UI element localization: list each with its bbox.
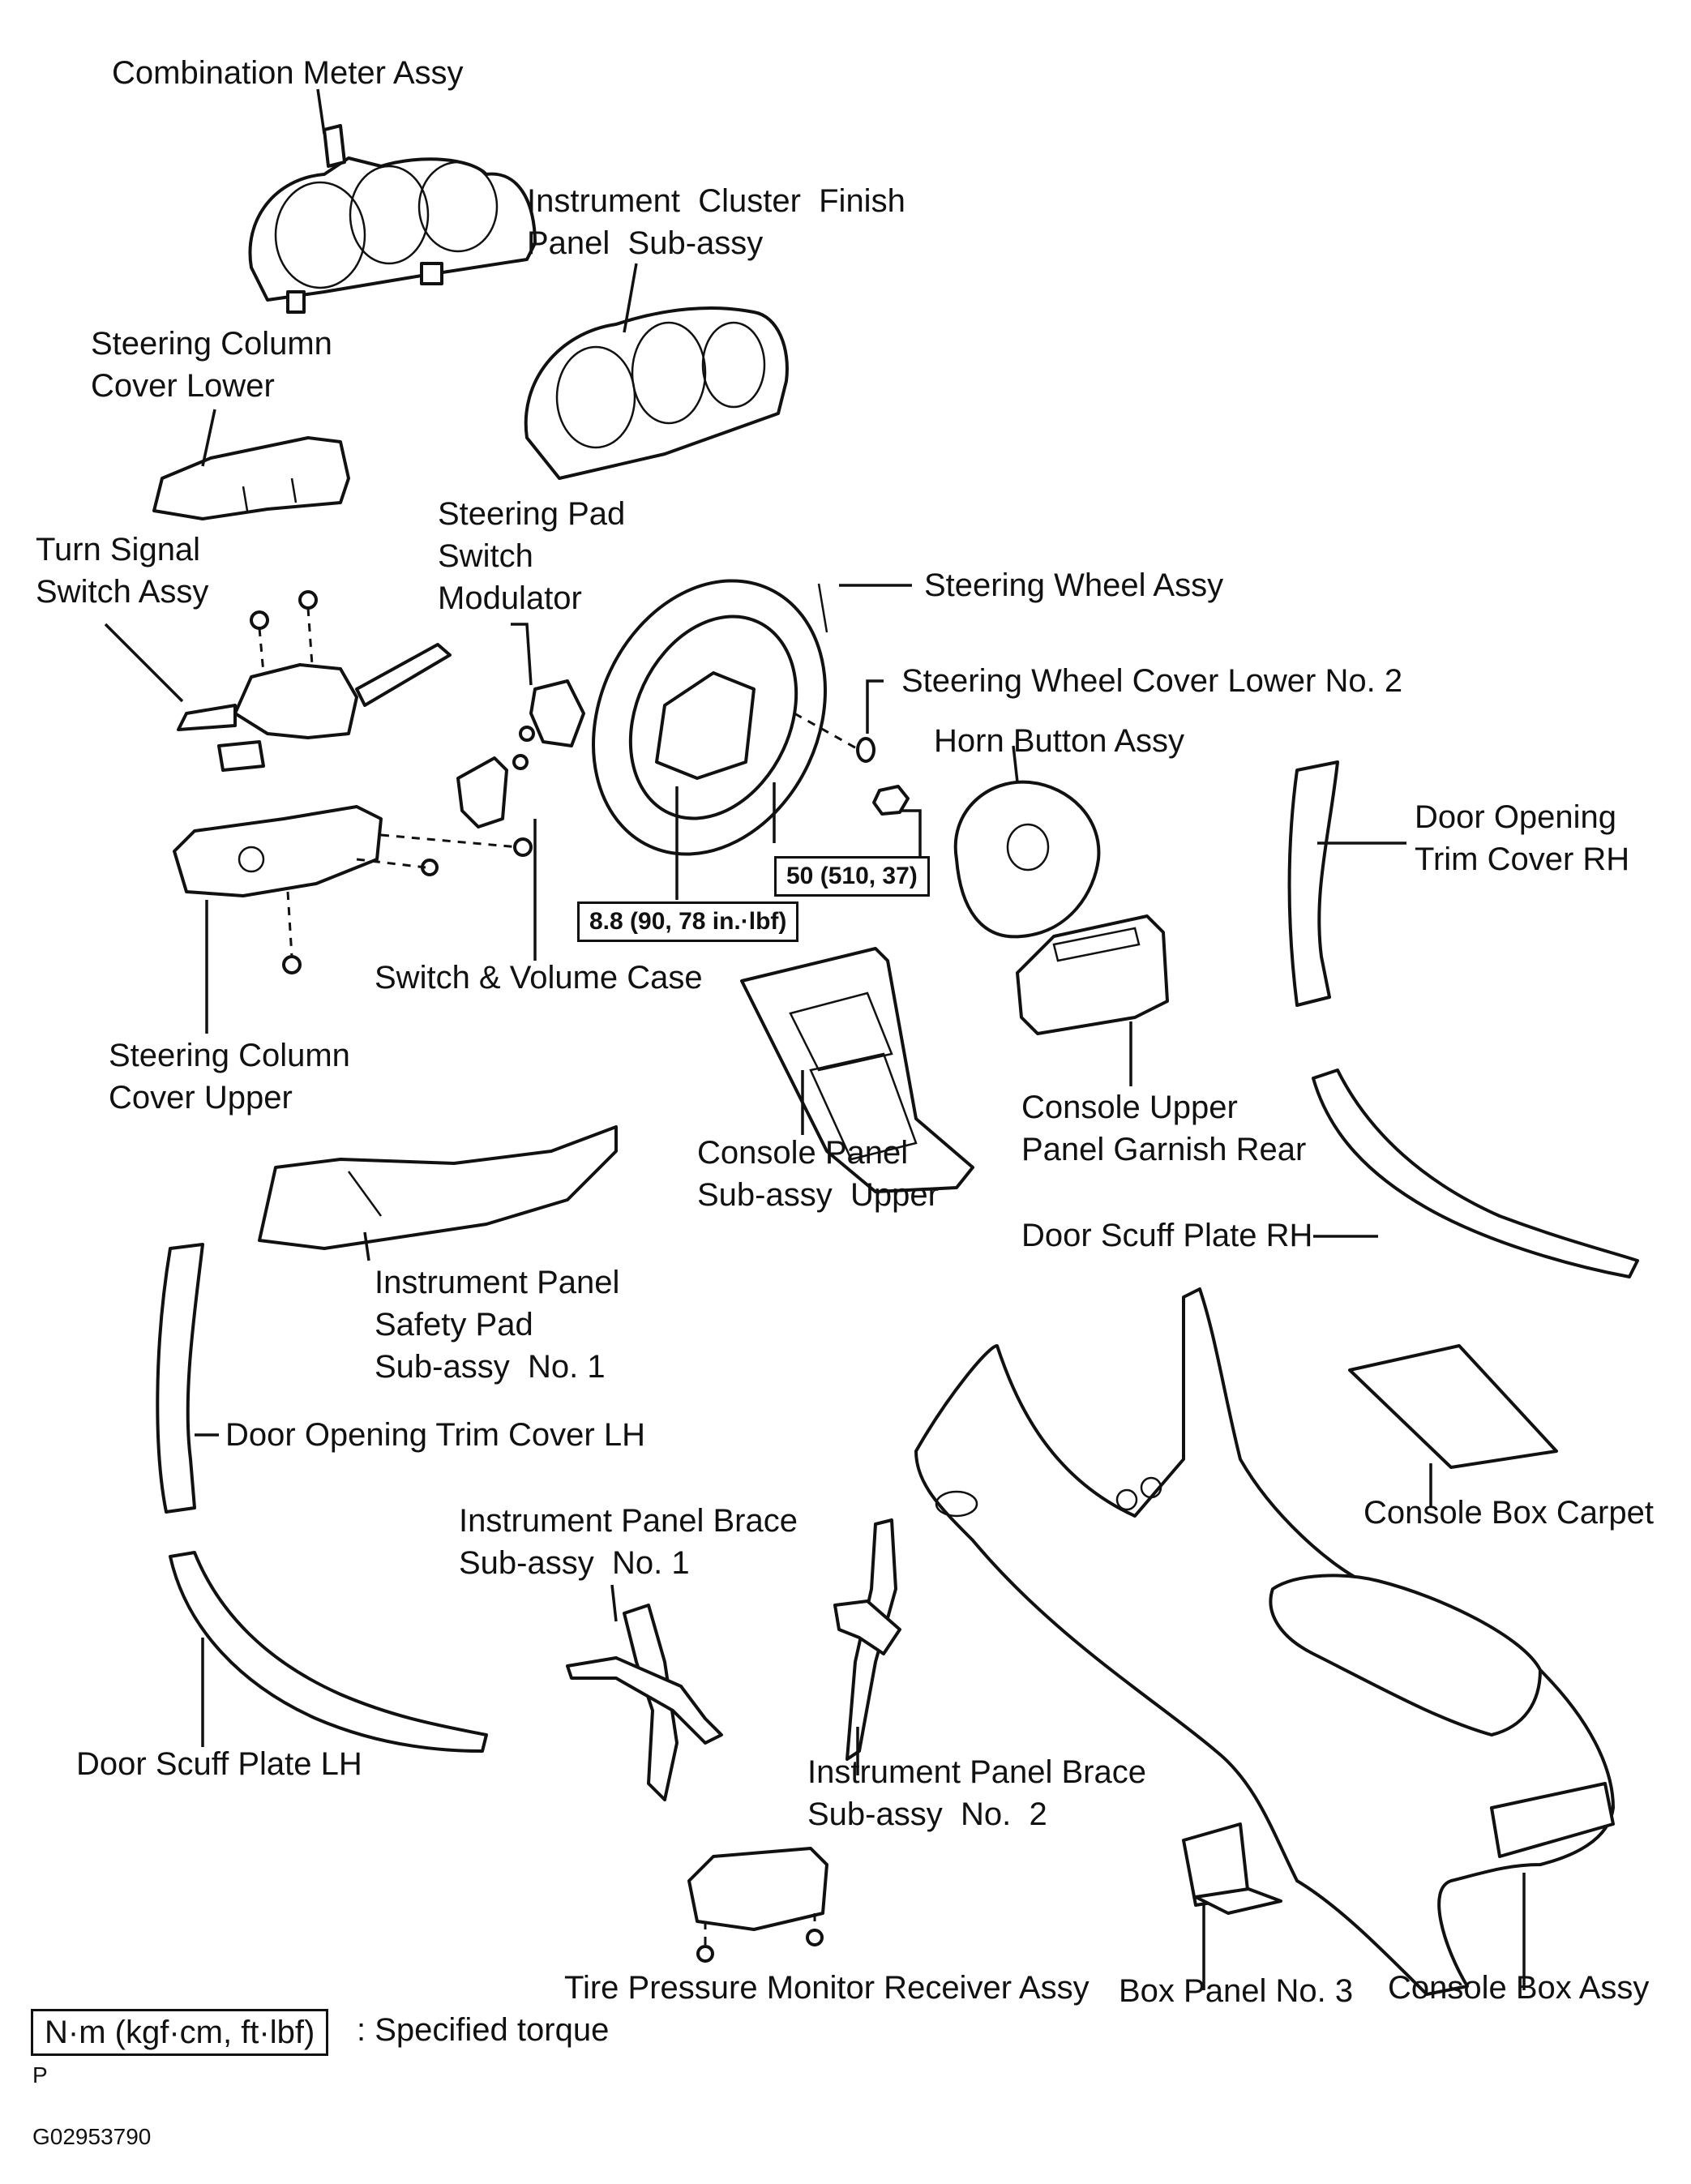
column-cover-lower-drawing (152, 409, 350, 520)
label-safety-pad-line1: Instrument Panel (375, 1265, 620, 1300)
label-column-cover-lower-line2: Cover Lower (91, 368, 275, 404)
pad-switch-modulator-drawing (511, 623, 585, 770)
label-brace-2-line2: Sub-assy No. 2 (807, 1796, 1047, 1832)
label-box-panel-3: Box Panel No. 3 (1119, 1973, 1354, 2009)
label-door-trim-lh: Door Opening Trim Cover LH (225, 1417, 645, 1453)
brace-2-drawing (833, 1518, 901, 1775)
label-cluster-finish-line2: Panel Sub-assy (527, 225, 764, 261)
label-door-trim-rh-line2: Trim Cover RH (1415, 841, 1630, 877)
box-panel-3-drawing (1182, 1822, 1282, 1990)
label-cluster-finish-line1: Instrument Cluster Finish (527, 183, 905, 219)
label-console-panel-line2: Sub-assy Upper (697, 1177, 939, 1213)
figure-id: G02953790 (32, 2124, 152, 2149)
label-pad-switch-line1: Steering Pad (438, 496, 626, 532)
label-door-scuff-lh: Door Scuff Plate LH (76, 1746, 362, 1782)
label-console-panel-line1: Console Panel (697, 1135, 909, 1171)
label-column-cover-upper-line1: Steering Column (109, 1038, 350, 1073)
door-trim-rh-drawing (1287, 760, 1406, 1007)
torque-spec-wheel-nut: 50 (510, 37) (774, 856, 930, 897)
tpms-receiver-drawing (687, 1847, 828, 1963)
safety-pad-drawing (258, 1125, 618, 1261)
label-safety-pad-line3: Sub-assy No. 1 (375, 1349, 606, 1385)
label-console-box-carpet: Console Box Carpet (1364, 1495, 1654, 1531)
label-wheel-cover-lower: Steering Wheel Cover Lower No. 2 (901, 663, 1403, 699)
label-brace-2-line1: Instrument Panel Brace (807, 1754, 1146, 1790)
wheel-cover-lower-drawing (856, 679, 884, 763)
column-cover-upper-drawing (173, 805, 533, 1034)
label-column-cover-upper-line2: Cover Upper (109, 1080, 293, 1116)
footer-code-letter: P (32, 2062, 48, 2088)
steering-wheel-nut-drawing (872, 785, 922, 859)
label-door-scuff-rh: Door Scuff Plate RH (1021, 1218, 1313, 1253)
turn-signal-switch-drawing (104, 590, 452, 772)
label-combination-meter: Combination Meter Assy (112, 55, 464, 91)
torque-spec-pad-screw: 8.8 (90, 78 in.·lbf) (577, 901, 799, 942)
label-turn-signal-line2: Switch Assy (36, 574, 209, 610)
door-scuff-rh-drawing (1312, 1068, 1639, 1278)
cluster-finish-panel-drawing (524, 263, 789, 480)
label-console-box: Console Box Assy (1388, 1970, 1650, 2006)
label-switch-volume-case: Switch & Volume Case (375, 960, 703, 996)
console-panel-upper-drawing (740, 947, 974, 1193)
label-steering-wheel: Steering Wheel Assy (924, 567, 1224, 603)
combination-meter-drawing (248, 88, 537, 314)
horn-button-drawing (953, 745, 1101, 939)
door-scuff-lh-drawing (169, 1551, 488, 1753)
label-door-trim-rh-line1: Door Opening (1415, 799, 1617, 835)
label-safety-pad-line2: Safety Pad (375, 1307, 533, 1343)
torque-legend-box: N·m (kgf·cm, ft·lbf) (31, 2009, 329, 2056)
brace-1-drawing (566, 1584, 723, 1801)
label-horn-button: Horn Button Assy (934, 723, 1185, 759)
door-trim-lh-drawing (156, 1243, 219, 1514)
label-pad-switch-line2: Switch (438, 538, 533, 574)
label-brace-1-line1: Instrument Panel Brace (459, 1503, 798, 1539)
label-console-upper-garnish-line2: Panel Garnish Rear (1021, 1132, 1307, 1167)
label-column-cover-lower-line1: Steering Column (91, 326, 332, 362)
label-tpms-receiver: Tire Pressure Monitor Receiver Assy (564, 1970, 1090, 2006)
label-pad-switch-line3: Modulator (438, 580, 582, 616)
torque-legend-text: : Specified torque (357, 2012, 610, 2048)
console-box-carpet-drawing (1348, 1344, 1558, 1508)
steering-wheel-drawing (592, 579, 912, 900)
switch-volume-case-drawing (456, 756, 537, 961)
label-console-upper-garnish-line1: Console Upper (1021, 1090, 1238, 1125)
console-upper-garnish-rear-drawing (1016, 914, 1169, 1086)
label-brace-1-line2: Sub-assy No. 1 (459, 1545, 690, 1581)
label-turn-signal-line1: Turn Signal (36, 532, 201, 567)
console-box-drawing (914, 1287, 1615, 1996)
